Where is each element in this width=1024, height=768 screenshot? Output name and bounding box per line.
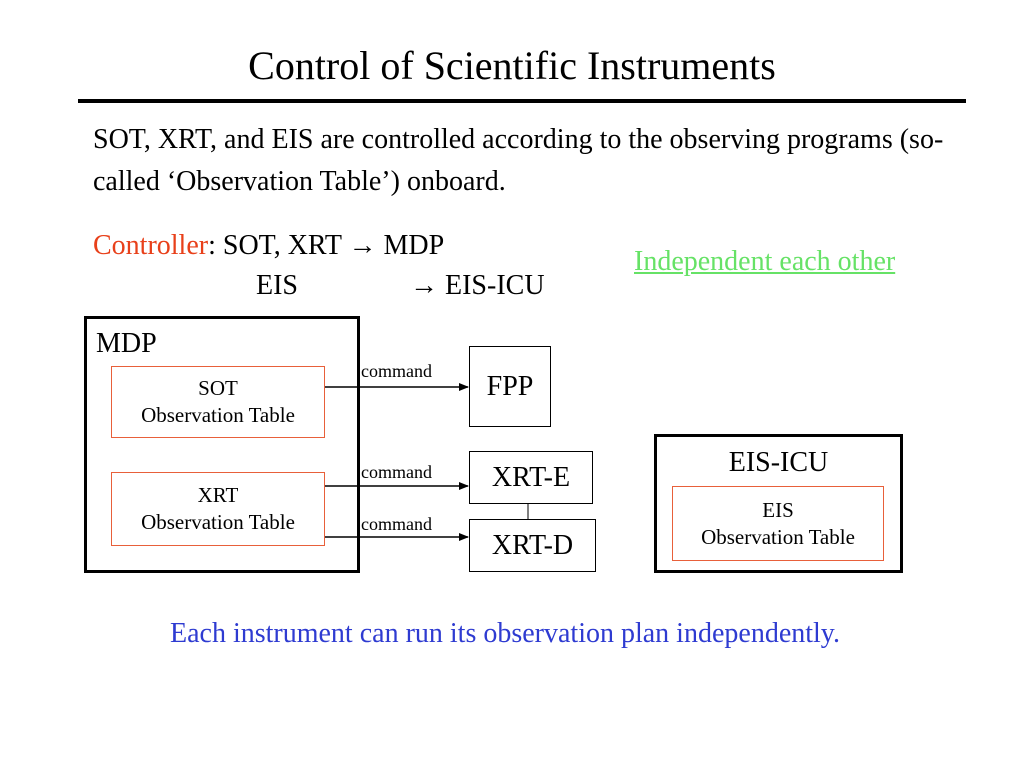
slide-title: Control of Scientific Instruments	[248, 43, 776, 88]
intro-text: SOT, XRT, and EIS are controlled accordi…	[93, 124, 944, 197]
xrt-d-box: XRT-D	[469, 519, 596, 572]
eis-table-line-1: EIS	[762, 497, 794, 522]
mdp-box	[84, 316, 360, 573]
eis-icu-box	[654, 434, 903, 573]
controller-line-2-left: EIS	[256, 270, 298, 301]
controller-line-2-right: → EIS-ICU	[410, 270, 545, 301]
mdp-label: MDP	[96, 328, 157, 359]
controller-label: Controller	[93, 230, 209, 261]
eis-observation-table: EIS Observation Table	[672, 486, 884, 561]
controller-line-1-text: : SOT, XRT → MDP	[208, 230, 445, 261]
command-label-fpp: command	[361, 361, 432, 381]
xrt-e-label: XRT-E	[491, 461, 571, 493]
title-underline	[78, 99, 966, 103]
xrt-table-line-1: XRT	[197, 483, 239, 507]
controller-line-1: Controller: SOT, XRT → MDP	[93, 226, 444, 266]
xrt-e-box: XRT-E	[469, 451, 593, 504]
sot-table-line-1: SOT	[198, 376, 238, 400]
fpp-label: FPP	[486, 370, 534, 402]
sot-table-line-2: Observation Table	[141, 403, 295, 427]
xrt-observation-table: XRT Observation Table	[111, 472, 325, 546]
xrt-table-line-2: Observation Table	[141, 510, 295, 534]
xrt-d-label: XRT-D	[491, 529, 574, 561]
footer-note: Each instrument can run its observation …	[169, 618, 840, 649]
eis-table-line-2: Observation Table	[701, 524, 855, 549]
fpp-box: FPP	[469, 346, 551, 427]
eis-icu-label: EIS-ICU	[728, 447, 829, 478]
independent-note-link[interactable]: Independent each other	[634, 246, 896, 277]
command-label-xrt-d: command	[361, 514, 432, 534]
command-label-xrt-e: command	[361, 462, 432, 482]
sot-observation-table: SOT Observation Table	[111, 366, 325, 438]
